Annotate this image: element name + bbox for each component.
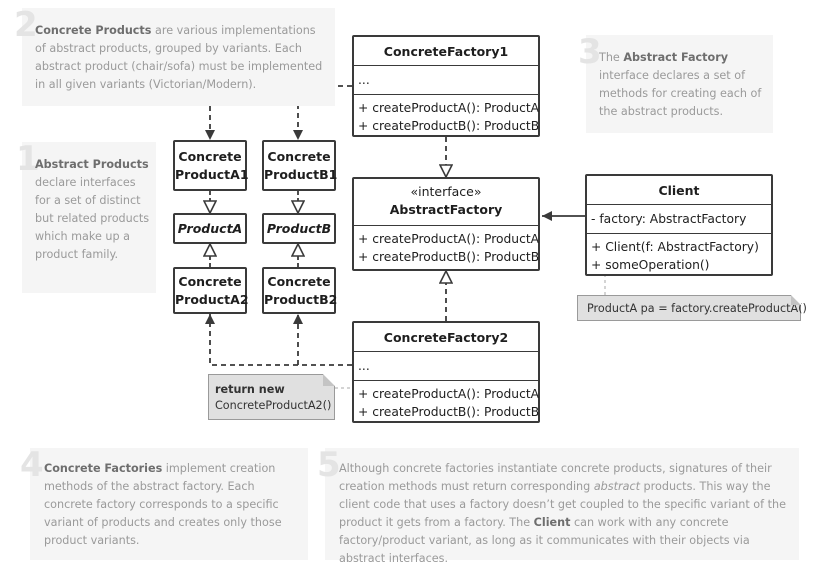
class-concrete-product-b2: Concrete ProductB2	[262, 267, 338, 314]
note-body: interface declares a set of methods for …	[599, 69, 762, 118]
class-product-b: ProductB	[262, 213, 336, 244]
class-fields: ...	[358, 359, 370, 373]
class-client: Client - factory: AbstractFactory + Clie…	[585, 174, 773, 276]
class-name: ProductB	[266, 221, 332, 236]
class-concrete-product-a1: Concrete ProductA1	[173, 140, 249, 191]
class-name: ConcreteFactory2	[383, 329, 509, 345]
class-name-line-2: ProductB2	[264, 292, 338, 307]
note-body: declare interfaces for a set of distinct…	[35, 176, 150, 261]
note-fold-corner	[323, 374, 335, 386]
method-create-product-b: + createProductB(): ProductB	[358, 119, 540, 133]
code-note-keyword: return new	[215, 383, 285, 396]
class-concrete-factory-1: ConcreteFactory1 ... + createProductA():…	[352, 35, 540, 137]
note-body: can work with any concrete factory/produ…	[339, 516, 750, 565]
note-term: Concrete Factories	[44, 462, 163, 475]
note-body: are various implementations of abstract …	[35, 24, 323, 91]
class-name: AbstractFactory	[389, 202, 503, 217]
note-body: Although concrete factories instantiate …	[339, 462, 772, 493]
method-create-product-b: + createProductB(): ProductB	[358, 405, 540, 419]
note-fold-corner	[791, 295, 801, 305]
class-name-line-1: Concrete	[267, 149, 331, 164]
note-term: Client	[533, 516, 571, 529]
note-concrete-factories: 4 Concrete Factories implement creation …	[20, 448, 308, 560]
note-term: Abstract Products	[35, 158, 149, 171]
note-number: 2	[14, 5, 38, 45]
note-number: 5	[317, 445, 341, 485]
method-create-product-a: + createProductA(): ProductA	[358, 387, 540, 401]
note-number: 1	[16, 139, 40, 179]
class-name-line-2: ProductB1	[264, 167, 338, 182]
class-name-line-1: Concrete	[267, 274, 331, 289]
note-body: implement creation methods of the abstra…	[44, 462, 282, 547]
class-name-line-1: Concrete	[178, 149, 242, 164]
code-note-text: ConcreteProductA2()	[215, 399, 332, 412]
class-concrete-product-a2: Concrete ProductA2	[173, 267, 249, 314]
class-name: Client	[658, 182, 700, 198]
note-body-pre: The	[599, 51, 624, 64]
note-body: products. This way the client code that …	[339, 480, 786, 529]
code-note-client: ProductA pa = factory.createProductA()	[577, 295, 807, 321]
note-abstract-products: 1 Abstract Products declare interfaces f…	[16, 142, 156, 293]
note-concrete-products: 2 Concrete Products are various implemen…	[14, 8, 335, 106]
note-number: 4	[20, 445, 44, 485]
class-name-line-2: ProductA2	[175, 292, 249, 307]
note-number: 3	[578, 32, 602, 72]
stereotype-label: «interface»	[410, 184, 482, 199]
class-name-line-1: Concrete	[178, 274, 242, 289]
note-client: 5 Although concrete factories instantiat…	[317, 448, 799, 565]
class-name: ProductA	[177, 221, 243, 236]
class-fields: ...	[358, 73, 370, 87]
method-create-product-b: + createProductB(): ProductB	[358, 250, 540, 264]
note-emphasis: abstract	[593, 480, 640, 493]
method-create-product-a: + createProductA(): ProductA	[358, 232, 540, 246]
dependency-factory2-to-product-a2	[205, 314, 352, 366]
note-abstract-factory: 3 The Abstract Factory interface declare…	[578, 35, 773, 133]
note-term: Concrete Products	[35, 24, 152, 37]
class-abstract-factory: «interface» AbstractFactory + createProd…	[352, 177, 540, 271]
code-note-factory2: return new ConcreteProductA2()	[208, 374, 335, 420]
note-term: Abstract Factory	[623, 51, 729, 64]
class-concrete-factory-2: ConcreteFactory2 ... + createProductA():…	[352, 321, 540, 423]
class-name: ConcreteFactory1	[383, 43, 509, 59]
class-field-factory: - factory: AbstractFactory	[591, 212, 747, 226]
method-create-product-a: + createProductA(): ProductA	[358, 101, 540, 115]
class-concrete-product-b1: Concrete ProductB1	[262, 140, 338, 191]
class-product-a: ProductA	[173, 213, 247, 244]
code-note-text: ProductA pa = factory.createProductA()	[587, 302, 807, 315]
class-name-line-2: ProductA1	[175, 167, 249, 182]
method-client-constructor: + Client(f: AbstractFactory)	[591, 240, 759, 254]
method-some-operation: + someOperation()	[591, 258, 710, 272]
